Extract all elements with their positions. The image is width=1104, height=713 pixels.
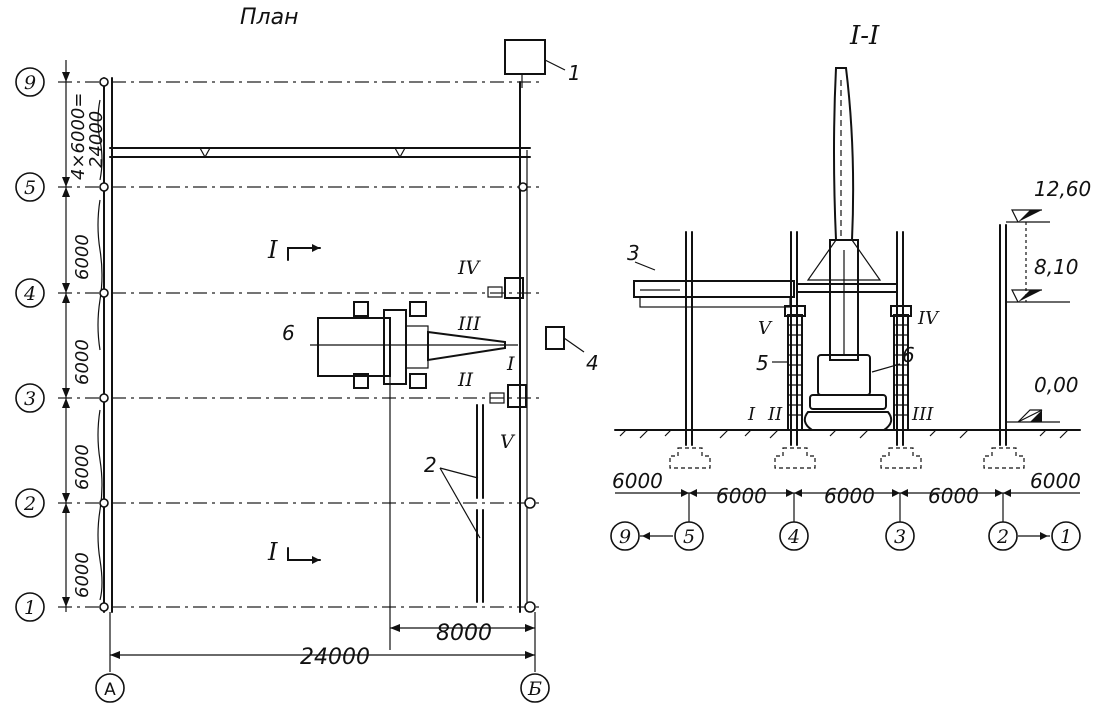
plan-callout-1: 1 [568,61,581,85]
section-bubble-9: 9 [619,526,631,548]
plan-callout-4: 4 [586,351,599,375]
plan-wall-b [518,81,536,613]
col-bubble-b: Б [527,678,542,700]
dim-left-24000: 24000 [86,111,107,168]
plan-dim-bottom: 24000 8000 [109,612,536,672]
section-callout-6: 6 [902,343,915,367]
section-bubble-4: 4 [787,526,800,548]
section-station-ii: II [767,404,783,425]
dim-left-4x6000: 4×6000= [68,93,89,180]
plan-element-1: 1 [504,39,581,88]
row-bubble-4: 4 [23,283,36,305]
plan-title: План [240,5,298,30]
plan-crane-6: 6 [282,301,506,650]
level-12-60: 12,60 [1034,177,1091,201]
dim-left-6000-c: 6000 [72,444,93,490]
plan-station-v: V [500,431,516,453]
section-station-iv: IV [917,308,940,329]
section-station-i: I [747,404,756,425]
col-bubble-a: А [104,680,116,700]
section-dim-1: 6000 [612,469,663,493]
section-axis-bubbles: 9 5 4 3 2 1 [610,493,1081,551]
section-bubble-1: 1 [1060,526,1072,548]
section-title: I-I [849,21,880,51]
svg-text:I: I [267,236,278,264]
plan-element-4: 4 [545,326,599,375]
plan-callout-2: 2 [424,453,437,477]
section-dim-2: 6000 [716,484,767,508]
section-dim-3: 6000 [824,484,875,508]
row-bubble-2: 2 [23,493,36,515]
section-bubble-2: 2 [996,526,1009,548]
section-callout-3: 3 [627,241,640,265]
dim-left-6000-d: 6000 [72,552,93,598]
section-station-iii: III [911,404,934,425]
plan-section-cut-bottom: I [267,538,321,566]
row-bubble-3: 3 [24,388,36,410]
dim-inner-8000: 8000 [436,621,492,646]
plan-col-bubbles: А Б [95,673,550,703]
svg-text:I: I [267,538,278,566]
row-bubble-9: 9 [24,72,36,94]
section-dim-4: 6000 [928,484,979,508]
level-0-00: 0,00 [1034,373,1079,397]
section-posts-5: 5 [756,305,912,431]
section-beam-3: 3 [627,241,898,308]
plan-station-i: I [506,353,515,375]
plan-section-cut-top: I [267,236,321,264]
section-bubble-3: 3 [894,526,906,548]
section-dim-5: 6000 [1030,469,1081,493]
dim-left-6000-a: 6000 [72,234,93,280]
section-crane-6: 6 [803,67,915,431]
dim-left-6000-b: 6000 [72,339,93,385]
plan-row-bubbles: 9 5 4 3 2 1 [15,67,45,622]
section-callout-5: 5 [756,351,769,375]
section-footings [669,447,1025,469]
level-8-10: 8,10 [1034,255,1079,279]
plan-station-ii: II [457,369,474,391]
section-level-marks: 12,60 8,10 0,00 [1006,177,1091,423]
plan-dim-left: 4×6000= 24000 6000 6000 6000 6000 [62,60,107,612]
section-dims: 6000 6000 6000 6000 6000 [612,469,1081,508]
plan-element-2: 2 [424,404,484,603]
section-station-v: V [758,318,773,339]
section-ground [614,429,1081,439]
plan-callout-6: 6 [282,321,295,345]
plan-wall-a [97,77,113,613]
row-bubble-1: 1 [24,597,36,619]
plan-station-iv: IV [457,257,482,279]
plan-station-iii: III [457,313,481,335]
dim-bottom-24000: 24000 [300,645,370,670]
row-bubble-5: 5 [24,177,36,199]
section-bubble-5: 5 [683,526,695,548]
plan-crane-beam [109,147,531,159]
section-columns [685,224,1007,446]
